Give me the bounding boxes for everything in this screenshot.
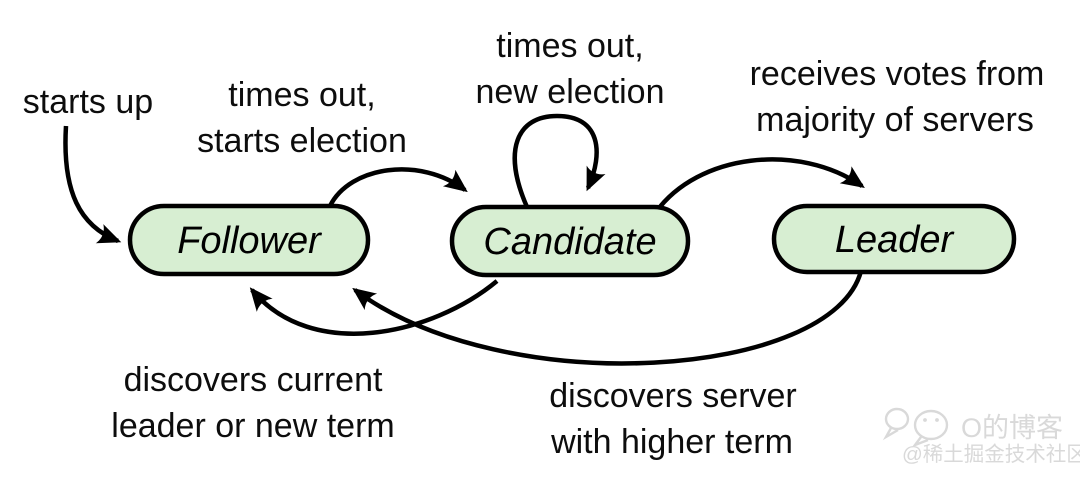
- leader-pill: [771, 203, 1017, 275]
- state-candidate: Candidate: [449, 204, 691, 278]
- candidate-label: Candidate: [483, 221, 656, 263]
- label-discovers-current-leader-line2: leader or new term: [111, 407, 394, 445]
- label-receives-votes-line2: majority of servers: [756, 101, 1034, 139]
- label-receives-votes-line1: receives votes from: [750, 55, 1045, 93]
- watermark-title: O的博客: [961, 413, 1063, 443]
- watermark: O的博客 @稀土掘金技术社区: [882, 407, 1080, 466]
- edge-labels: starts up times out, starts election tim…: [23, 27, 1045, 461]
- leader-label: Leader: [835, 219, 955, 261]
- edge-candidate-to-leader: [654, 157, 865, 214]
- state-follower: Follower: [127, 203, 371, 277]
- edge-follower-to-candidate: [327, 167, 468, 208]
- label-times-out-starts-election-line1: times out,: [228, 76, 375, 114]
- watermark-subtitle: @稀土掘金技术社区: [902, 443, 1080, 466]
- label-times-out-starts-election-line2: starts election: [197, 122, 407, 160]
- candidate-pill: [449, 204, 691, 278]
- follower-label: Follower: [177, 220, 322, 262]
- label-starts-up: starts up: [23, 83, 153, 121]
- edge-candidate-self-loop: [512, 113, 606, 208]
- label-discovers-higher-term-line1: discovers server: [549, 377, 797, 415]
- edges: [63, 113, 865, 366]
- follower-pill: [127, 203, 371, 277]
- edge-leader-to-follower: [352, 270, 864, 366]
- edge-start-to-follower: [63, 125, 122, 244]
- edge-candidate-to-follower: [249, 279, 499, 336]
- label-discovers-current-leader-line1: discovers current: [124, 361, 383, 399]
- state-leader: Leader: [771, 203, 1017, 275]
- label-discovers-higher-term-line2: with higher term: [550, 423, 793, 461]
- label-times-out-new-election-line2: new election: [475, 73, 664, 111]
- chat-bubbles-icon: [882, 407, 949, 448]
- label-times-out-new-election-line1: times out,: [496, 27, 643, 65]
